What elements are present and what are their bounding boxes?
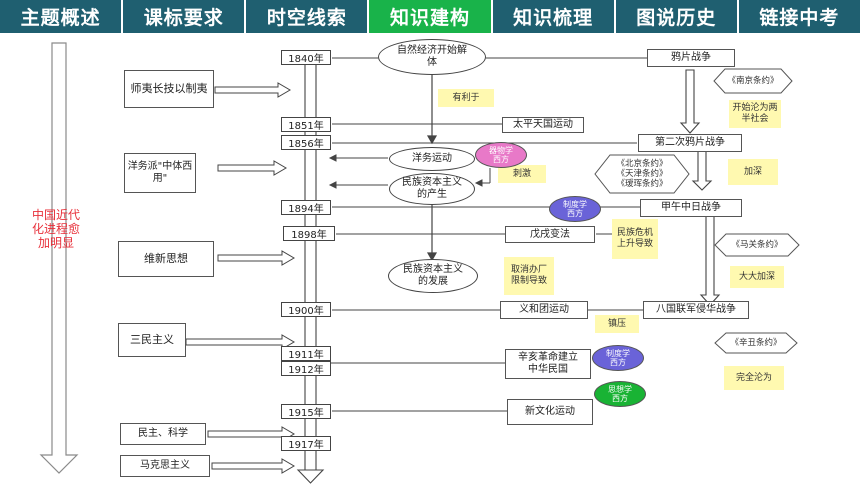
- leftward-arrows: [328, 154, 491, 189]
- note-minzu-weiji: 民族危机上升导致: [612, 219, 658, 259]
- node-minzu-chansheng: 民族资本主义的产生: [389, 173, 475, 205]
- oval-zhidu-xue-xifang-2: 制度学西方: [592, 345, 644, 371]
- year-1851: 1851年: [281, 117, 331, 132]
- war-jiawu: 甲午中日战争: [640, 199, 742, 217]
- note-dada-jiashen: 大大加深: [730, 266, 784, 288]
- war-yapian: 鸦片战争: [647, 49, 735, 67]
- year-1911: 1911年: [281, 346, 331, 361]
- center-arrow: [426, 74, 438, 262]
- treaty-xinchou-shape: [714, 332, 798, 354]
- progress-arrow: [39, 42, 79, 474]
- year-1900: 1900年: [281, 302, 331, 317]
- war-baguo-lianjun: 八国联军侵华战争: [643, 301, 749, 319]
- note-youliyu: 有利于: [438, 89, 494, 107]
- idea-makesi: 马克思主义: [120, 455, 210, 477]
- year-1912: 1912年: [281, 361, 331, 376]
- treaty-aihui: 《瑷珲条约》: [616, 179, 668, 189]
- connector-layer: [39, 42, 721, 484]
- tab-timeline[interactable]: 时空线索: [246, 0, 370, 33]
- oval-qiwu-xue-xifang: 器物学西方: [475, 142, 527, 168]
- node-ziran-jingji: 自然经济开始解体: [378, 39, 486, 75]
- top-navigation: 主题概述 课标要求 时空线索 知识建构 知识梳理 图说历史 链接中考: [0, 0, 860, 33]
- treaty-nanjing: 《南京条约》: [727, 76, 779, 86]
- year-1856: 1856年: [281, 135, 331, 150]
- knowledge-map: 中国近代化进程愈加明显 1840年 1851年 1856年 1894年 1898…: [0, 33, 860, 484]
- note-jiashen: 加深: [728, 159, 778, 185]
- oval-zhidu-xue-xifang-1: 制度学西方: [549, 196, 601, 222]
- note-wanquan-lunwei: 完全沦为: [724, 366, 784, 390]
- year-1894: 1894年: [281, 200, 331, 215]
- note-kaishi-lunwei: 开始沦为两半社会: [729, 100, 781, 128]
- note-zhenya: 镇压: [595, 315, 639, 333]
- idea-minzhu-kexue: 民主、科学: [120, 423, 206, 445]
- tab-picture-history[interactable]: 图说历史: [616, 0, 739, 33]
- year-1840: 1840年: [281, 50, 331, 65]
- modernization-label: 中国近代化进程愈加明显: [31, 208, 80, 250]
- left-hollow-arrows: [185, 82, 295, 474]
- treaty-xinchou: 《辛丑条约》: [730, 338, 782, 348]
- tab-exam-link[interactable]: 链接中考: [759, 7, 840, 29]
- right-trunk-arrows: [679, 69, 721, 306]
- node-minzu-fazhan: 民族资本主义的发展: [388, 259, 478, 293]
- note-quxiao-xianzhi: 取消办厂限制导致: [504, 257, 554, 295]
- treaty-group-shape: [594, 154, 690, 194]
- year-1915: 1915年: [281, 404, 331, 419]
- treaty-nanjing-shape: [713, 68, 793, 94]
- horizontal-connectors: [330, 57, 647, 412]
- idea-shiyi: 师夷长技以制夷: [124, 70, 214, 108]
- idea-weixin: 维新思想: [118, 241, 214, 277]
- tab-overview[interactable]: 主题概述: [0, 0, 124, 33]
- treaty-tianjin: 《天津条约》: [616, 169, 668, 179]
- idea-sanmin: 三民主义: [118, 323, 186, 357]
- event-wuxu: 戊戌变法: [505, 226, 595, 243]
- event-xinhai: 辛亥革命建立中华民国: [505, 349, 591, 379]
- year-1917: 1917年: [281, 436, 331, 451]
- year-1898: 1898年: [283, 226, 335, 241]
- event-yihetuan: 义和团运动: [500, 301, 588, 319]
- treaty-maguan-shape: [714, 233, 800, 257]
- tab-curriculum[interactable]: 课标要求: [123, 0, 247, 33]
- idea-yangwu: 洋务派"中体西用": [124, 153, 196, 193]
- note-ciji: 刺激: [498, 165, 546, 183]
- oval-sixiang-xue-xifang: 思想学西方: [594, 381, 646, 407]
- treaty-maguan: 《马关条约》: [731, 240, 783, 250]
- war-second-opium: 第二次鸦片战争: [638, 134, 742, 152]
- tab-knowledge-construction[interactable]: 知识建构: [369, 0, 493, 33]
- event-taiping: 太平天国运动: [502, 117, 584, 133]
- treaty-beijing: 《北京条约》: [616, 159, 668, 169]
- event-xinwenhua: 新文化运动: [507, 399, 593, 425]
- tab-knowledge-review[interactable]: 知识梳理: [493, 0, 616, 33]
- node-yangwu-yundong: 洋务运动: [389, 147, 475, 171]
